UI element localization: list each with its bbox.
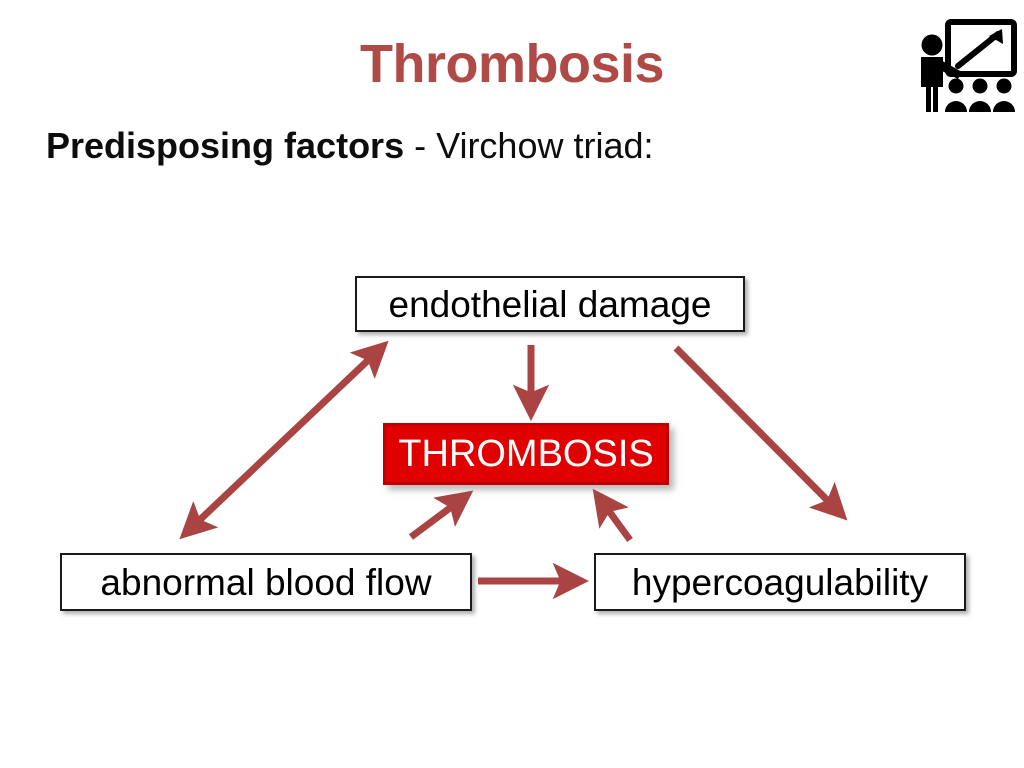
node-abnormal-blood-flow: abnormal blood flow — [60, 553, 472, 611]
page-title: Thrombosis — [359, 34, 665, 94]
arrow-bloodflow-thrombosis — [408, 490, 474, 540]
node-abnormal-blood-flow-label: abnormal blood flow — [100, 561, 432, 603]
arrow-hypercoag-thrombosis — [592, 488, 633, 543]
arrow-endothelial-hypercoag — [673, 345, 848, 521]
node-hypercoagulability-label: hypercoagulability — [631, 561, 929, 603]
node-endothelial-damage-label: endothelial damage — [388, 283, 712, 325]
arrow-bloodflow-endothelial — [179, 340, 389, 540]
subtitle-bold-part: Predisposing factors — [46, 125, 405, 166]
node-thrombosis: THROMBOSIS — [383, 423, 669, 485]
subtitle-rest-part: - Virchow triad: — [404, 125, 654, 166]
lecture-presentation-icon — [921, 19, 1017, 112]
node-hypercoagulability: hypercoagulability — [594, 553, 966, 611]
node-thrombosis-label: THROMBOSIS — [398, 433, 654, 475]
subtitle: Predisposing factors - Virchow triad: — [46, 126, 654, 166]
node-endothelial-damage: endothelial damage — [355, 276, 745, 332]
